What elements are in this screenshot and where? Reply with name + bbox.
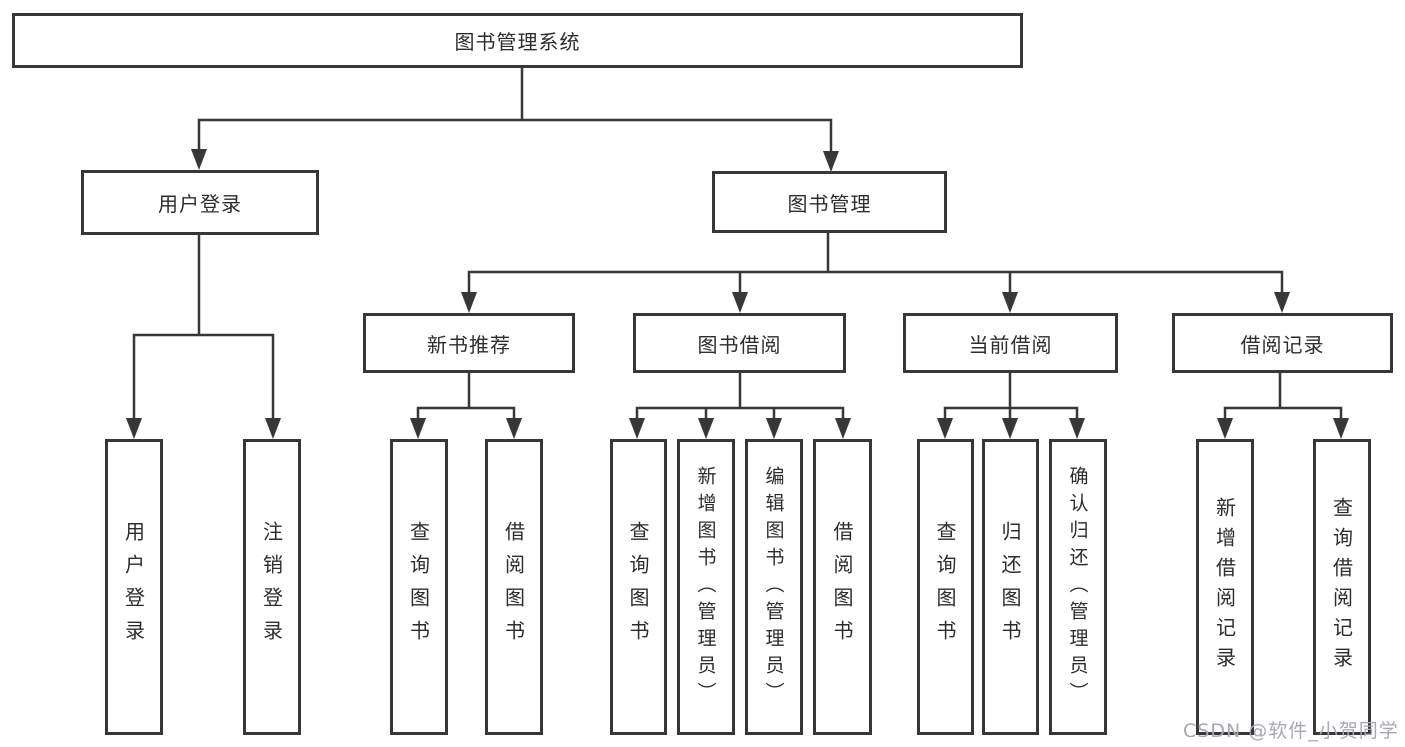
node-label: 查询借阅记录 — [1329, 497, 1354, 677]
leaf-borrow-books-recommend: 借阅图书 — [485, 439, 543, 735]
node-current-borrowing: 当前借阅 — [903, 313, 1118, 373]
node-label: 新增图书（管理员） — [694, 465, 717, 709]
leaf-query-borrow-record: 查询借阅记录 — [1313, 439, 1371, 735]
leaf-query-books-borrow: 查询图书 — [610, 439, 667, 735]
leaf-query-books-recommend: 查询图书 — [390, 439, 448, 735]
connector-borrowrecord-arrowheads — [1217, 418, 1349, 439]
node-label: 借阅图书 — [501, 521, 526, 653]
node-label: 借阅记录 — [1240, 332, 1325, 357]
connector-newbook-arrowheads — [410, 418, 522, 439]
node-label: 编辑图书（管理员） — [762, 465, 785, 709]
node-label: 图书管理 — [787, 191, 872, 216]
csdn-watermark: CSDN @软件_小贺同学 — [1183, 720, 1399, 742]
leaf-query-books-current: 查询图书 — [917, 439, 974, 735]
node-new-book-recommendation: 新书推荐 — [363, 313, 575, 373]
leaf-user-login: 用户登录 — [105, 439, 163, 735]
leaf-add-borrow-record: 新增借阅记录 — [1196, 439, 1254, 735]
connector-currentborrow-arrowheads — [937, 418, 1085, 439]
leaf-add-books-admin: 新增图书（管理员） — [677, 439, 735, 735]
connector-bookmgmt-to-level3 — [467, 233, 1284, 295]
node-label: 注销登录 — [259, 521, 284, 653]
connector-bookmgmt-arrowheads — [461, 292, 1290, 313]
node-label: 用户登录 — [121, 521, 146, 653]
leaf-confirm-return-admin: 确认归还（管理员） — [1049, 439, 1107, 735]
connector-borrowrecord-to-leaves — [1223, 373, 1343, 421]
connector-userlogin-to-leaves — [132, 235, 275, 421]
node-label: 图书管理系统 — [454, 30, 581, 54]
node-borrowing-records: 借阅记录 — [1172, 313, 1393, 373]
node-label: 借阅图书 — [830, 521, 854, 653]
node-label: 新书推荐 — [427, 332, 511, 357]
node-label: 用户登录 — [158, 192, 242, 216]
leaf-borrow-books: 借阅图书 — [813, 439, 872, 735]
connector-newbook-to-leaves — [416, 373, 516, 421]
node-label: 当前借阅 — [968, 332, 1053, 357]
leaf-edit-books-admin: 编辑图书（管理员） — [745, 439, 803, 735]
node-label: 确认归还（管理员） — [1066, 465, 1089, 709]
connector-currentborrow-to-leaves — [943, 373, 1079, 421]
node-label: 查询图书 — [933, 521, 957, 653]
node-book-management: 图书管理 — [712, 171, 947, 233]
node-book-management-system: 图书管理系统 — [12, 13, 1023, 68]
connector-bookborrow-to-leaves — [635, 373, 845, 421]
node-book-borrowing: 图书借阅 — [633, 313, 846, 373]
leaf-return-books: 归还图书 — [982, 439, 1039, 735]
node-label: 新增借阅记录 — [1212, 497, 1237, 677]
node-label: 查询图书 — [626, 521, 650, 653]
connector-bookborrow-arrowheads — [629, 418, 851, 439]
leaf-logout: 注销登录 — [243, 439, 301, 735]
node-user-login: 用户登录 — [81, 170, 319, 235]
node-label: 归还图书 — [998, 521, 1022, 653]
connector-root-arrowheads — [191, 149, 839, 172]
connector-userlogin-arrowheads — [126, 418, 281, 439]
node-label: 图书借阅 — [697, 332, 782, 357]
connector-root-to-level2 — [197, 68, 833, 154]
node-label: 查询图书 — [406, 521, 431, 653]
